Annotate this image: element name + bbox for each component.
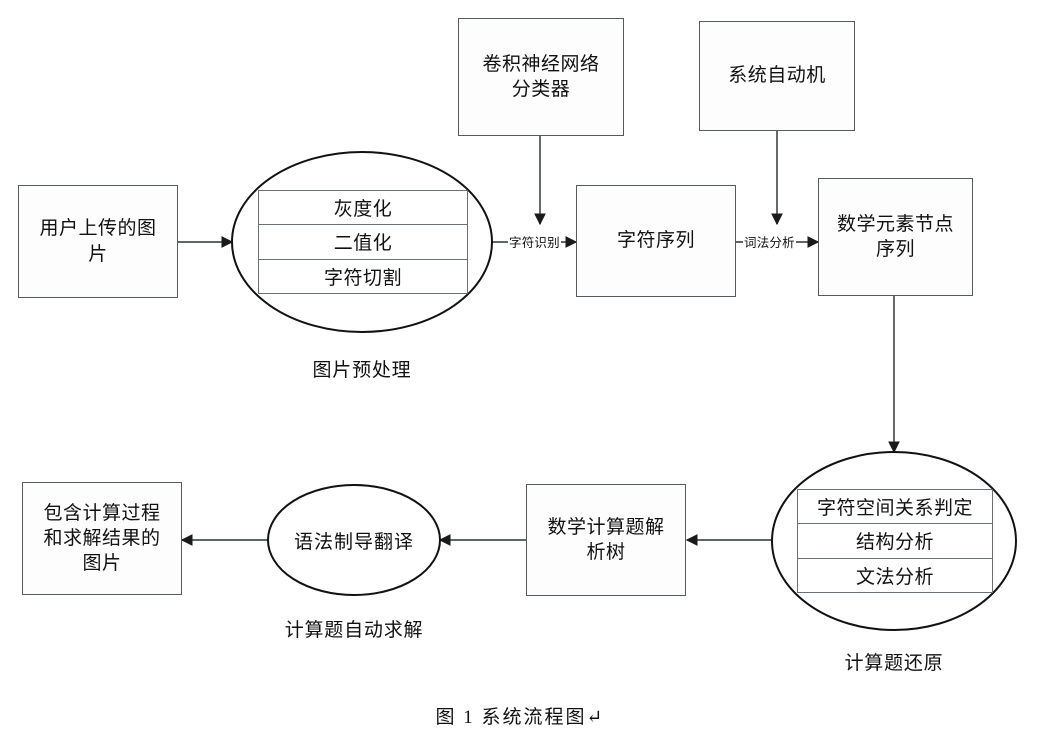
result-image-line3: 图片	[82, 553, 122, 575]
math-node-sequence-line1: 数学元素节点	[836, 213, 954, 235]
restore-row-spatial-relation[interactable]: 字符空间关系判定	[798, 490, 992, 525]
edge-label-char-recognition: 字符识别	[508, 232, 561, 251]
restore-ellipse-caption: 计算题还原	[844, 653, 944, 674]
preprocess-row-grayscale[interactable]: 灰度化	[259, 191, 467, 226]
result-image-line1: 包含计算过程	[43, 502, 161, 524]
parse-tree-line2: 析树	[586, 542, 626, 563]
char-sequence-text: 字符序列	[609, 228, 703, 253]
parse-tree-text: 数学计算题解 析树	[539, 515, 672, 565]
node-user-image[interactable]: 用户上传的图 片	[18, 185, 178, 298]
user-image-line1: 用户上传的图	[39, 218, 157, 240]
system-automaton-text: 系统自动机	[720, 63, 834, 88]
cnn-classifier-text: 卷积神经网络 分类器	[474, 52, 607, 102]
node-syntax-translation[interactable]: 语法制导翻译	[293, 531, 414, 553]
preprocess-stack: 灰度化 二值化 字符切割	[258, 190, 468, 294]
cnn-classifier-line2: 分类器	[511, 79, 571, 100]
node-math-node-sequence[interactable]: 数学元素节点 序列	[818, 178, 973, 296]
preprocess-row-binarize[interactable]: 二值化	[259, 225, 467, 260]
result-image-line2: 和求解结果的	[43, 527, 161, 549]
preprocess-ellipse-caption: 图片预处理	[312, 360, 412, 381]
solve-ellipse-caption: 计算题自动求解	[284, 620, 424, 641]
node-parse-tree[interactable]: 数学计算题解 析树	[526, 484, 686, 596]
cnn-classifier-line1: 卷积神经网络	[482, 53, 600, 75]
node-char-sequence[interactable]: 字符序列	[576, 185, 736, 297]
parse-tree-line1: 数学计算题解	[547, 516, 665, 538]
figure-caption: 图 1 系统流程图↵	[435, 707, 605, 728]
node-cnn-classifier[interactable]: 卷积神经网络 分类器	[458, 18, 624, 136]
result-image-text: 包含计算过程 和求解结果的 图片	[35, 501, 168, 576]
math-node-sequence-line2: 序列	[875, 239, 915, 260]
node-system-automaton[interactable]: 系统自动机	[699, 21, 855, 131]
user-image-line2: 片	[88, 243, 108, 265]
node-result-image[interactable]: 包含计算过程 和求解结果的 图片	[22, 482, 182, 595]
preprocess-row-segment[interactable]: 字符切割	[259, 259, 467, 293]
math-node-sequence-text: 数学元素节点 序列	[829, 212, 962, 262]
restore-row-structure-analysis[interactable]: 结构分析	[798, 524, 992, 559]
system-automaton-line1: 系统自动机	[728, 65, 826, 87]
user-image-text: 用户上传的图 片	[31, 216, 164, 266]
restore-stack: 字符空间关系判定 结构分析 文法分析	[797, 489, 993, 593]
char-sequence-line1: 字符序列	[616, 230, 695, 252]
restore-row-grammar-analysis[interactable]: 文法分析	[798, 558, 992, 592]
edge-label-lexical-analysis: 词法分析	[743, 232, 796, 251]
